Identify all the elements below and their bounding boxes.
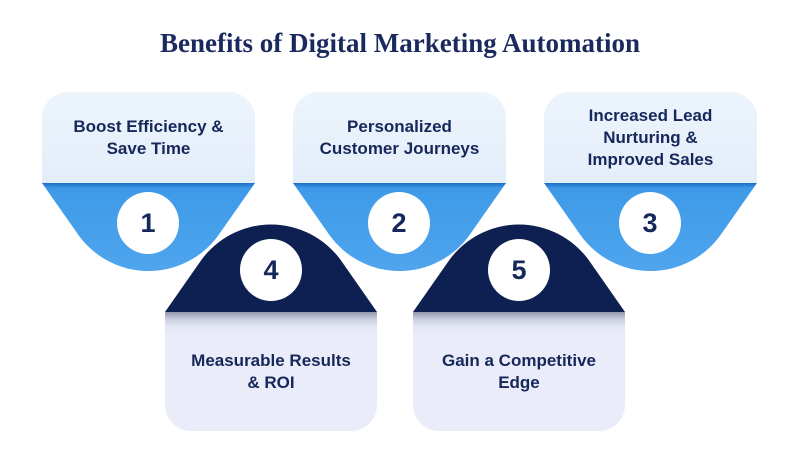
benefit-label-4: Measurable Results & ROI [191, 350, 351, 392]
benefit-card-4: Measurable Results & ROI [165, 312, 377, 431]
step-number-5: 5 [511, 254, 527, 285]
step-number-2: 2 [391, 207, 407, 238]
step-number-1: 1 [140, 207, 156, 238]
number-circle-2: 2 [368, 192, 430, 254]
number-circle-1: 1 [117, 192, 179, 254]
benefit-card-2: Personalized Customer Journeys [293, 92, 506, 183]
page-title: Benefits of Digital Marketing Automation [160, 28, 640, 58]
number-circle-5: 5 [488, 239, 550, 301]
benefit-card-3: Increased Lead Nurturing & Improved Sale… [544, 92, 757, 183]
benefit-label-1: Boost Efficiency & Save Time [73, 116, 224, 158]
benefit-card-5: Gain a Competitive Edge [413, 312, 625, 431]
number-circle-4: 4 [240, 239, 302, 301]
number-circle-3: 3 [619, 192, 681, 254]
benefit-label-5: Gain a Competitive Edge [442, 350, 596, 392]
step-number-4: 4 [263, 254, 279, 285]
benefit-card-1: Boost Efficiency & Save Time [42, 92, 255, 183]
benefit-label-2: Personalized Customer Journeys [319, 116, 480, 158]
step-number-3: 3 [642, 207, 658, 238]
benefit-label-3: Increased Lead Nurturing & Improved Sale… [587, 105, 714, 169]
